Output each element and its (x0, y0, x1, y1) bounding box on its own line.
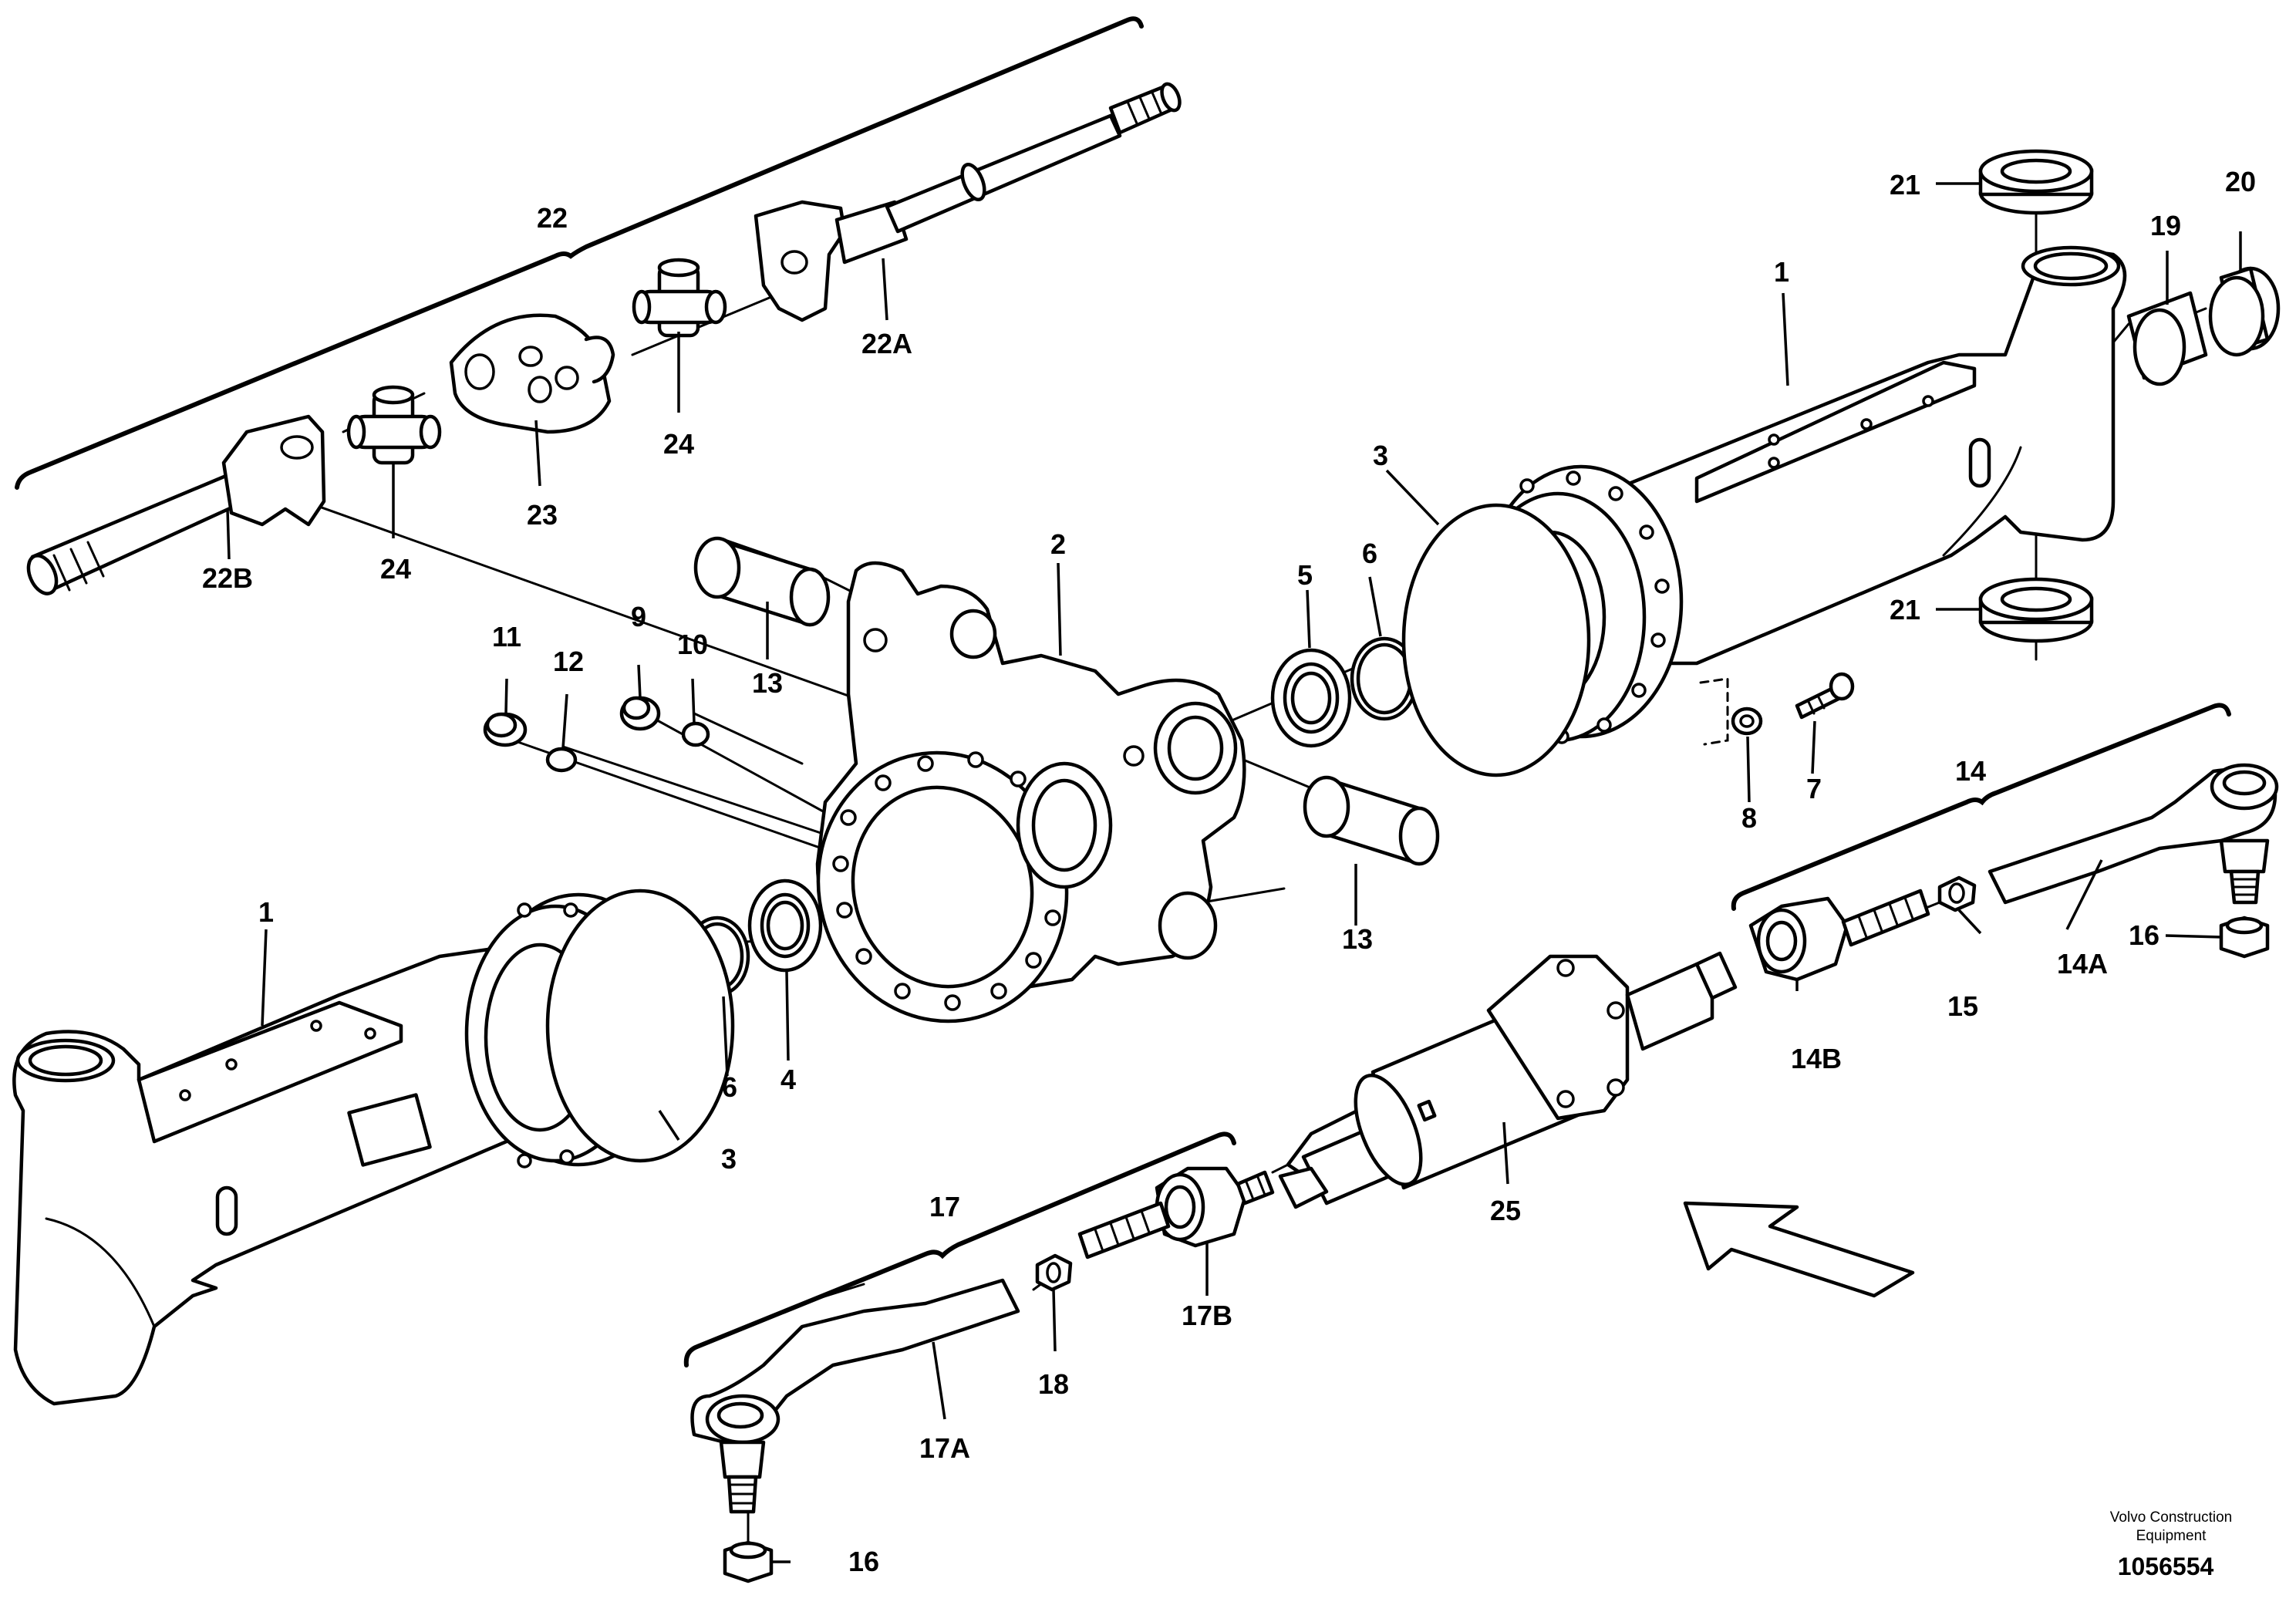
callout-20: 20 (2225, 166, 2256, 197)
callout-18: 18 (1038, 1368, 1069, 1400)
callout-4: 4 (781, 1064, 796, 1095)
ring-20 (2208, 266, 2281, 357)
callout-24-left: 24 (380, 553, 411, 585)
callout-13-top: 13 (752, 667, 783, 699)
callout-16-right: 16 (2129, 919, 2159, 951)
callout-14: 14 (1955, 755, 1986, 787)
yoke-22b (221, 414, 326, 527)
bracket-14 (1731, 703, 2231, 911)
callout-25: 25 (1490, 1195, 1521, 1226)
callout-17b: 17B (1182, 1300, 1232, 1331)
callout-21-top: 21 (1890, 169, 1920, 201)
o-ring-10 (681, 721, 710, 747)
callout-1-right: 1 (1774, 256, 1789, 288)
o-ring-12 (545, 747, 578, 773)
callout-7: 7 (1806, 773, 1822, 804)
callout-leaders (226, 182, 2242, 1563)
bearing-21-bottom (1978, 577, 2094, 643)
nut-16-right (2219, 916, 2270, 959)
callout-22: 22 (537, 202, 568, 234)
bearing-5 (1270, 648, 1352, 748)
steering-knuckle-2 (815, 561, 1246, 1023)
brand-line-2: Equipment (2136, 1528, 2207, 1544)
shaft-22a (754, 82, 1182, 322)
callout-16-left: 16 (848, 1546, 879, 1577)
callout-15: 15 (1947, 990, 1978, 1022)
brand-line-1: Volvo Construction (2110, 1509, 2232, 1526)
bracket-17 (683, 1131, 1236, 1367)
universal-joint-cross-left (346, 385, 442, 465)
bushing-19 (2126, 291, 2208, 386)
bearing-4 (747, 878, 823, 973)
callout-2: 2 (1050, 528, 1066, 560)
bolt-7 (1795, 672, 1855, 720)
callout-1-left: 1 (258, 896, 274, 928)
bushing-13-top (693, 536, 831, 627)
plug-9 (619, 696, 661, 731)
bearing-21-top (1978, 149, 2094, 215)
bushing-13-bottom (1303, 775, 1440, 866)
steering-cylinder-25 (1278, 951, 1738, 1209)
plug-11 (483, 712, 528, 747)
callout-14a: 14A (2057, 948, 2108, 980)
dashed-bracket-7 (1699, 677, 1729, 746)
callout-17: 17 (929, 1191, 960, 1222)
direction-arrow (1683, 1201, 1915, 1298)
callout-3-left: 3 (721, 1143, 737, 1175)
tie-rod-17 (690, 1166, 1275, 1514)
callout-6-right: 6 (1362, 538, 1377, 569)
callout-17a: 17A (919, 1432, 970, 1464)
callout-22b: 22B (202, 562, 253, 594)
bracket-22 (15, 16, 1144, 490)
callout-9: 9 (631, 601, 646, 632)
callout-6-left: 6 (722, 1071, 737, 1103)
axle-housing-right (1401, 245, 2127, 777)
callout-11: 11 (492, 621, 521, 653)
drive-shaft-assembly (26, 82, 1182, 595)
axle-housing-left (12, 889, 735, 1406)
callout-labels: 1 1 2 3 3 4 5 6 6 7 8 9 10 11 12 13 13 1… (202, 166, 2256, 1577)
group-brackets (15, 16, 2231, 1367)
callout-10: 10 (677, 629, 708, 660)
right-flange-bolt-holes (1519, 470, 1670, 744)
callout-3-right: 3 (1373, 440, 1388, 471)
callout-21-bottom: 21 (1890, 594, 1920, 626)
callout-19: 19 (2150, 210, 2181, 241)
nut-16-left (723, 1510, 774, 1583)
callout-24-right: 24 (663, 428, 694, 460)
callout-8: 8 (1741, 802, 1757, 834)
callout-23: 23 (527, 499, 558, 531)
callout-5: 5 (1297, 559, 1313, 591)
tie-rod-14 (1748, 763, 2279, 982)
callout-22a: 22A (861, 328, 912, 359)
callout-13-bottom: 13 (1342, 923, 1373, 955)
callout-14b: 14B (1791, 1043, 1842, 1074)
footer: Volvo Construction Equipment 1056554 (2110, 1509, 2232, 1580)
document-number: 1056554 (2118, 1553, 2214, 1580)
callout-12: 12 (553, 646, 584, 677)
universal-joint-cross-right (632, 258, 727, 338)
double-yoke-23 (449, 313, 615, 434)
